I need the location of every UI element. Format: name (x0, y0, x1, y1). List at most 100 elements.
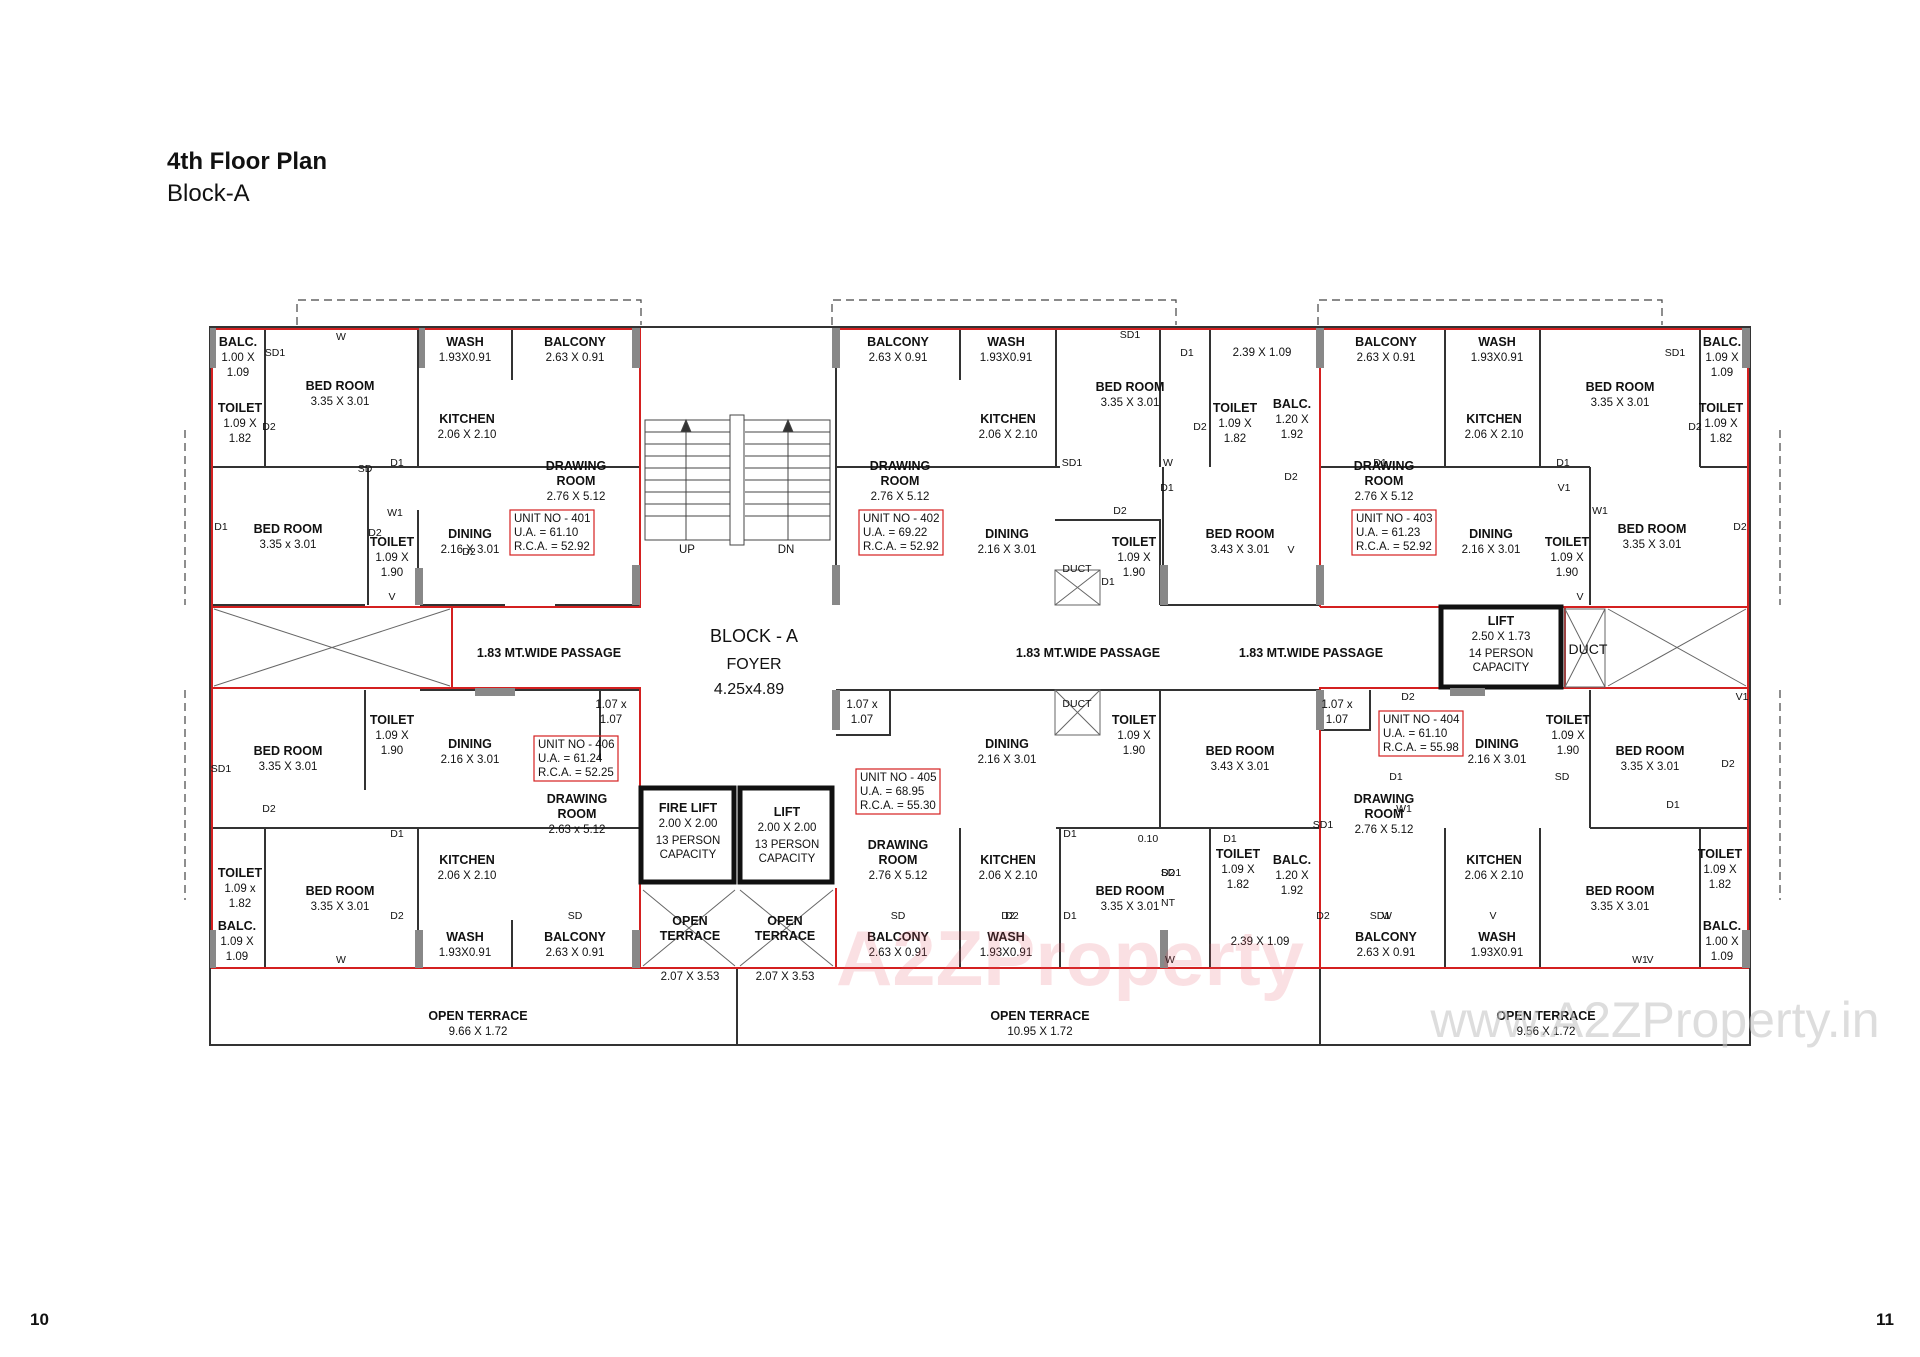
room-dimensions: 1.00 X (1705, 936, 1739, 948)
room-dimensions: 2.76 X 5.12 (1355, 824, 1414, 836)
duct-label: DUCT (1569, 641, 1608, 657)
room-name: KITCHEN (439, 412, 495, 426)
room-dimensions: 2.76 X 5.12 (871, 491, 930, 503)
room-dimensions: 1.82 (1709, 879, 1731, 891)
unit-rca: R.C.A. = 52.25 (538, 767, 614, 779)
room-dimensions: 1.82 (1224, 433, 1246, 445)
room-dimensions: 1.93X0.91 (980, 947, 1032, 959)
room-dimensions: 3.35 X 3.01 (1101, 397, 1160, 409)
void-hatching (213, 569, 1747, 967)
page-number-left: 10 (30, 1310, 49, 1329)
room-name: BED ROOM (1096, 884, 1165, 898)
room-name: TOILET (1699, 401, 1744, 415)
room-dimensions: 2.63 X 0.91 (1357, 352, 1416, 364)
watermark-logo: A2ZProperty (836, 914, 1304, 1002)
door-window-tag: D2 (1001, 910, 1015, 922)
room-name: ROOM (558, 807, 597, 821)
room-dimensions: 1.09 X (1221, 864, 1255, 876)
room-dimensions: 2.39 X 1.09 (1233, 347, 1292, 359)
room-name: KITCHEN (980, 412, 1036, 426)
room-dimensions: 2.16 X 3.01 (441, 544, 500, 556)
block-label: BLOCK - A (710, 626, 798, 646)
door-window-tag: SD1 (1120, 329, 1141, 341)
room-name: TOILET (1112, 713, 1157, 727)
door-window-tag: W1 (1592, 505, 1608, 517)
room-dimensions: 1.20 X (1275, 870, 1309, 882)
door-window-tag: D1 (390, 457, 404, 469)
terrace-name: OPEN TERRACE (428, 1009, 527, 1023)
door-window-tag: SD1 (211, 763, 232, 775)
door-window-tag: D1 (1101, 576, 1115, 588)
room-name: BED ROOM (1206, 527, 1275, 541)
room-dimensions: 3.35 X 3.01 (1623, 539, 1682, 551)
foyer-dimensions: 4.25x4.89 (714, 681, 784, 698)
room-dimensions: 1.09 X (1117, 552, 1151, 564)
room-name: TOILET (1112, 535, 1157, 549)
room-name: BALC. (1703, 919, 1741, 933)
room-dimensions: 1.93X0.91 (1471, 947, 1523, 959)
room-name: DRAWING (1354, 459, 1414, 473)
door-window-tag: D1 (1063, 910, 1077, 922)
lift-name: LIFT (1488, 614, 1515, 628)
room-dimensions: 1.09 X (1704, 418, 1738, 430)
door-window-tag: D2 (1113, 505, 1127, 517)
duct-label: DUCT (1062, 563, 1092, 575)
door-window-tag: D1 (1389, 771, 1403, 783)
room-name: BALCONY (544, 930, 606, 944)
room-name: DINING (1469, 527, 1513, 541)
room-dimensions: 1.90 (1557, 745, 1579, 757)
lift-dimensions: 2.50 X 1.73 (1472, 631, 1531, 643)
room-dimensions: 2.06 X 2.10 (438, 429, 497, 441)
door-window-tag: W1 (387, 507, 403, 519)
room-name: TOILET (218, 866, 263, 880)
room-name: BALC. (1273, 853, 1311, 867)
passage-label: 1.83 MT.WIDE PASSAGE (1016, 646, 1160, 660)
room-name: DINING (448, 527, 492, 541)
room-name: DRAWING (870, 459, 930, 473)
room-name: BALCONY (1355, 335, 1417, 349)
door-window-tag: 0.10 (1138, 833, 1159, 845)
door-window-tag: W (1382, 910, 1392, 922)
room-dimensions: 2.06 X 2.10 (438, 870, 497, 882)
door-window-tag: D2 (1005, 910, 1019, 922)
door-window-tag: D2 (1733, 521, 1747, 533)
terrace-dimensions: 2.07 X 3.53 (756, 971, 815, 983)
door-window-tag: SD (1555, 771, 1570, 783)
room-name: DRAWING (547, 792, 607, 806)
door-window-tag: D1 (1666, 799, 1680, 811)
door-window-tag: D2 (1161, 867, 1175, 879)
room-dimensions: 1.07 x (1321, 699, 1353, 711)
room-dimensions: 2.63 X 0.91 (869, 947, 928, 959)
room-dimensions: 3.35 X 3.01 (1621, 761, 1680, 773)
room-dimensions: 1.09 X (375, 552, 409, 564)
room-name: BED ROOM (254, 522, 323, 536)
unit-number: UNIT NO - 405 (860, 772, 936, 784)
unit-number: UNIT NO - 406 (538, 739, 614, 751)
room-name: BALC. (219, 335, 257, 349)
room-dimensions: 3.35 X 3.01 (259, 761, 318, 773)
room-name: WASH (1478, 930, 1516, 944)
room-name: BALC. (218, 919, 256, 933)
unit-usable-area: U.A. = 61.24 (538, 753, 603, 765)
unit-info-box (509, 509, 595, 556)
room-name: ROOM (1365, 807, 1404, 821)
room-name: DRAWING (868, 838, 928, 852)
room-dimensions: 3.35 X 3.01 (1591, 397, 1650, 409)
room-dimensions: 1.93X0.91 (1471, 352, 1523, 364)
unit-info-box (533, 735, 619, 782)
door-window-tag: D1 (1223, 833, 1237, 845)
room-dimensions: 1.00 X (221, 352, 255, 364)
room-name: KITCHEN (439, 853, 495, 867)
room-name: TOILET (1216, 847, 1261, 861)
unit-info-box (1378, 710, 1464, 757)
room-name: BED ROOM (306, 884, 375, 898)
room-name: BED ROOM (306, 379, 375, 393)
room-dimensions: 1.07 (1326, 714, 1348, 726)
room-dimensions: 2.16 X 3.01 (441, 754, 500, 766)
room-name: WASH (987, 930, 1025, 944)
room-dimensions: 1.09 (1711, 951, 1733, 963)
room-dimensions: 2.06 X 2.10 (979, 429, 1038, 441)
room-dimensions: 1.90 (1123, 745, 1145, 757)
page-subtitle: Block-A (167, 180, 250, 207)
